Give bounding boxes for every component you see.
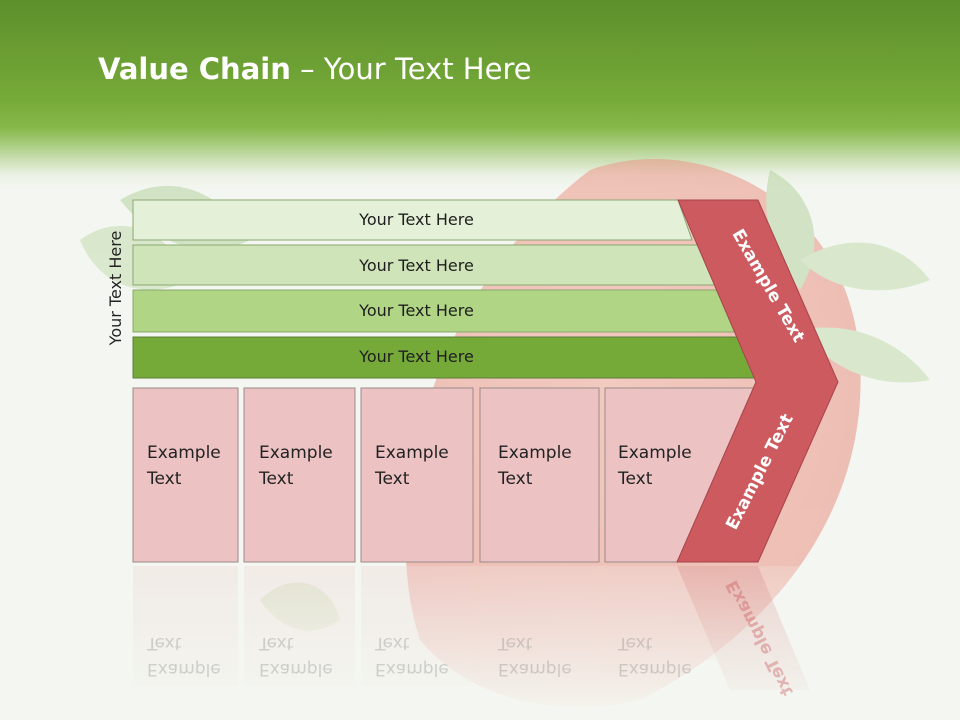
primary-box-1 [132, 387, 239, 563]
primary-box-5-line2-reflection: Text [618, 633, 653, 653]
support-bar-1 [132, 199, 693, 241]
primary-box-5-line1: Example [618, 443, 692, 463]
primary-box-4 [479, 387, 600, 563]
title-rest: – Your Text Here [290, 52, 532, 86]
primary-box-2 [243, 387, 356, 563]
primary-box-3-line1-reflection: Example [375, 659, 449, 679]
support-bar-2-label: Your Text Here [359, 256, 474, 275]
primary-box-1-line2-reflection: Text [147, 633, 182, 653]
primary-box-3-label-reflection: Example Text [375, 630, 470, 682]
primary-box-4-line2-reflection: Text [498, 633, 533, 653]
support-bar-3-label: Your Text Here [359, 301, 474, 320]
primary-box-1-line1: Example [147, 443, 221, 463]
primary-box-4-line1-reflection: Example [498, 659, 572, 679]
title-bold: Value Chain [98, 52, 291, 86]
page-title: Value Chain – Your Text Here [98, 52, 532, 86]
primary-box-2-line1: Example [259, 443, 333, 463]
primary-box-3-line1: Example [375, 443, 449, 463]
support-bar-4-label: Your Text Here [359, 347, 474, 366]
primary-box-5-line1-reflection: Example [618, 659, 692, 679]
reflection-fade [120, 566, 880, 720]
primary-box-5-label-reflection: Example Text [618, 630, 713, 682]
primary-box-3-line2-reflection: Text [375, 633, 410, 653]
primary-box-1-line1-reflection: Example [147, 659, 221, 679]
primary-box-2-line1-reflection: Example [259, 659, 333, 679]
primary-box-3-line2: Text [375, 469, 410, 489]
primary-box-2-line2: Text [259, 469, 294, 489]
primary-box-1-line2: Text [147, 469, 182, 489]
primary-box-4-line2: Text [498, 469, 533, 489]
header-band [0, 0, 960, 190]
primary-box-2-label-reflection: Example Text [259, 630, 354, 682]
primary-box-3 [360, 387, 474, 563]
support-bar-1-label: Your Text Here [359, 210, 474, 229]
primary-box-4-line1: Example [498, 443, 572, 463]
primary-box-4-label-reflection: Example Text [498, 630, 593, 682]
primary-box-1-label-reflection: Example Text [147, 630, 242, 682]
primary-box-2-line2-reflection: Text [259, 633, 294, 653]
margin-chevron [676, 199, 839, 563]
primary-box-5-line2: Text [618, 469, 653, 489]
